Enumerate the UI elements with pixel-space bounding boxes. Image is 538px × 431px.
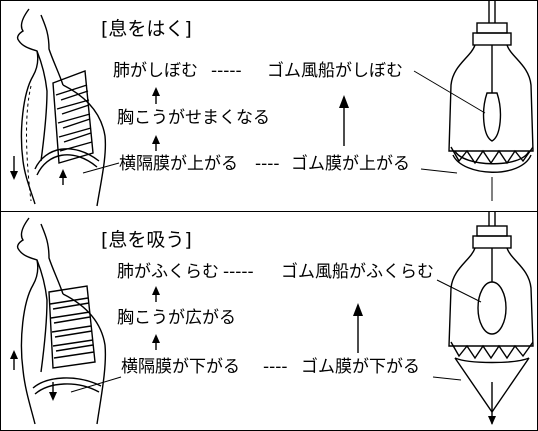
exhale-dashes-bottom: ---- [255, 154, 280, 174]
inhale-diaphragm-label: 横隔膜が下がる [121, 357, 240, 377]
diaphragm-leader-inhale [70, 376, 122, 393]
rubber-leader-exhale [420, 168, 458, 174]
up-arrow-diaphragm-exhale [59, 169, 67, 185]
inhale-illustrations [10, 212, 534, 425]
inhale-dashes-bottom: ---- [263, 357, 288, 377]
arrow-rubber-to-balloon-inhale [353, 303, 363, 353]
exhale-dashes-top: ----- [211, 61, 242, 81]
exhale-lung-label: 肺がしぼむ [113, 61, 198, 81]
balloon-shrunk [482, 92, 502, 142]
arrow-diaphragm-to-chest-inhale [152, 334, 160, 350]
exhale-chest-label: 胸こうがせまくなる [117, 108, 270, 128]
diaphragm-exhale [34, 148, 100, 170]
belljar-model-exhale [448, 1, 534, 201]
balloon-expanded [477, 281, 507, 335]
up-arrow-body-inhale [10, 350, 18, 370]
inhale-title: [息を吸う] [101, 229, 192, 251]
arrow-rubber-to-balloon-exhale [339, 95, 349, 146]
inhale-lung-label: 肺がふくらむ [117, 262, 219, 282]
inhale-rubber-label: ゴム膜が下がる [301, 357, 420, 377]
ribcage-inhale [48, 285, 96, 369]
down-arrow-diaphragm-inhale [49, 382, 57, 401]
exhale-illustrations [10, 1, 534, 207]
exhale-balloon-label: ゴム風船がしぼむ [267, 61, 403, 81]
inhale-balloon-label: ゴム風船がふくらむ [281, 262, 434, 282]
rubber-leader-inhale [432, 376, 462, 381]
arrow-diaphragm-to-chest-exhale [152, 135, 160, 151]
exhale-diaphragm-label: 横隔膜が上がる [119, 154, 238, 174]
balloon-leader-inhale [436, 279, 482, 303]
inhale-panel: [息を吸う] 肺がふくらむ ----- ゴム風船がふくらむ 胸こうが広がる 横隔… [0, 211, 538, 431]
diaphragm-leader-exhale [82, 162, 120, 174]
belljar-model-inhale [448, 212, 534, 425]
exhale-panel: [息をはく] 肺がしぼむ ----- ゴム風船がしぼむ 胸こうがせまくなる 横隔… [0, 0, 538, 213]
inhale-chest-label: 胸こうが広がる [117, 308, 236, 328]
down-arrow-body-exhale [10, 156, 18, 180]
body-figure-inhale [16, 217, 107, 425]
balloon-leader-exhale [413, 70, 486, 114]
arrow-chest-to-lung-exhale [152, 87, 160, 104]
inhale-dashes-top: ----- [223, 262, 254, 282]
body-figure-exhale [16, 8, 107, 207]
exhale-title: [息をはく] [101, 18, 192, 40]
arrow-chest-to-lung-inhale [152, 286, 160, 302]
exhale-rubber-label: ゴム膜が上がる [291, 154, 410, 174]
diaphragm-inhale [32, 377, 102, 389]
